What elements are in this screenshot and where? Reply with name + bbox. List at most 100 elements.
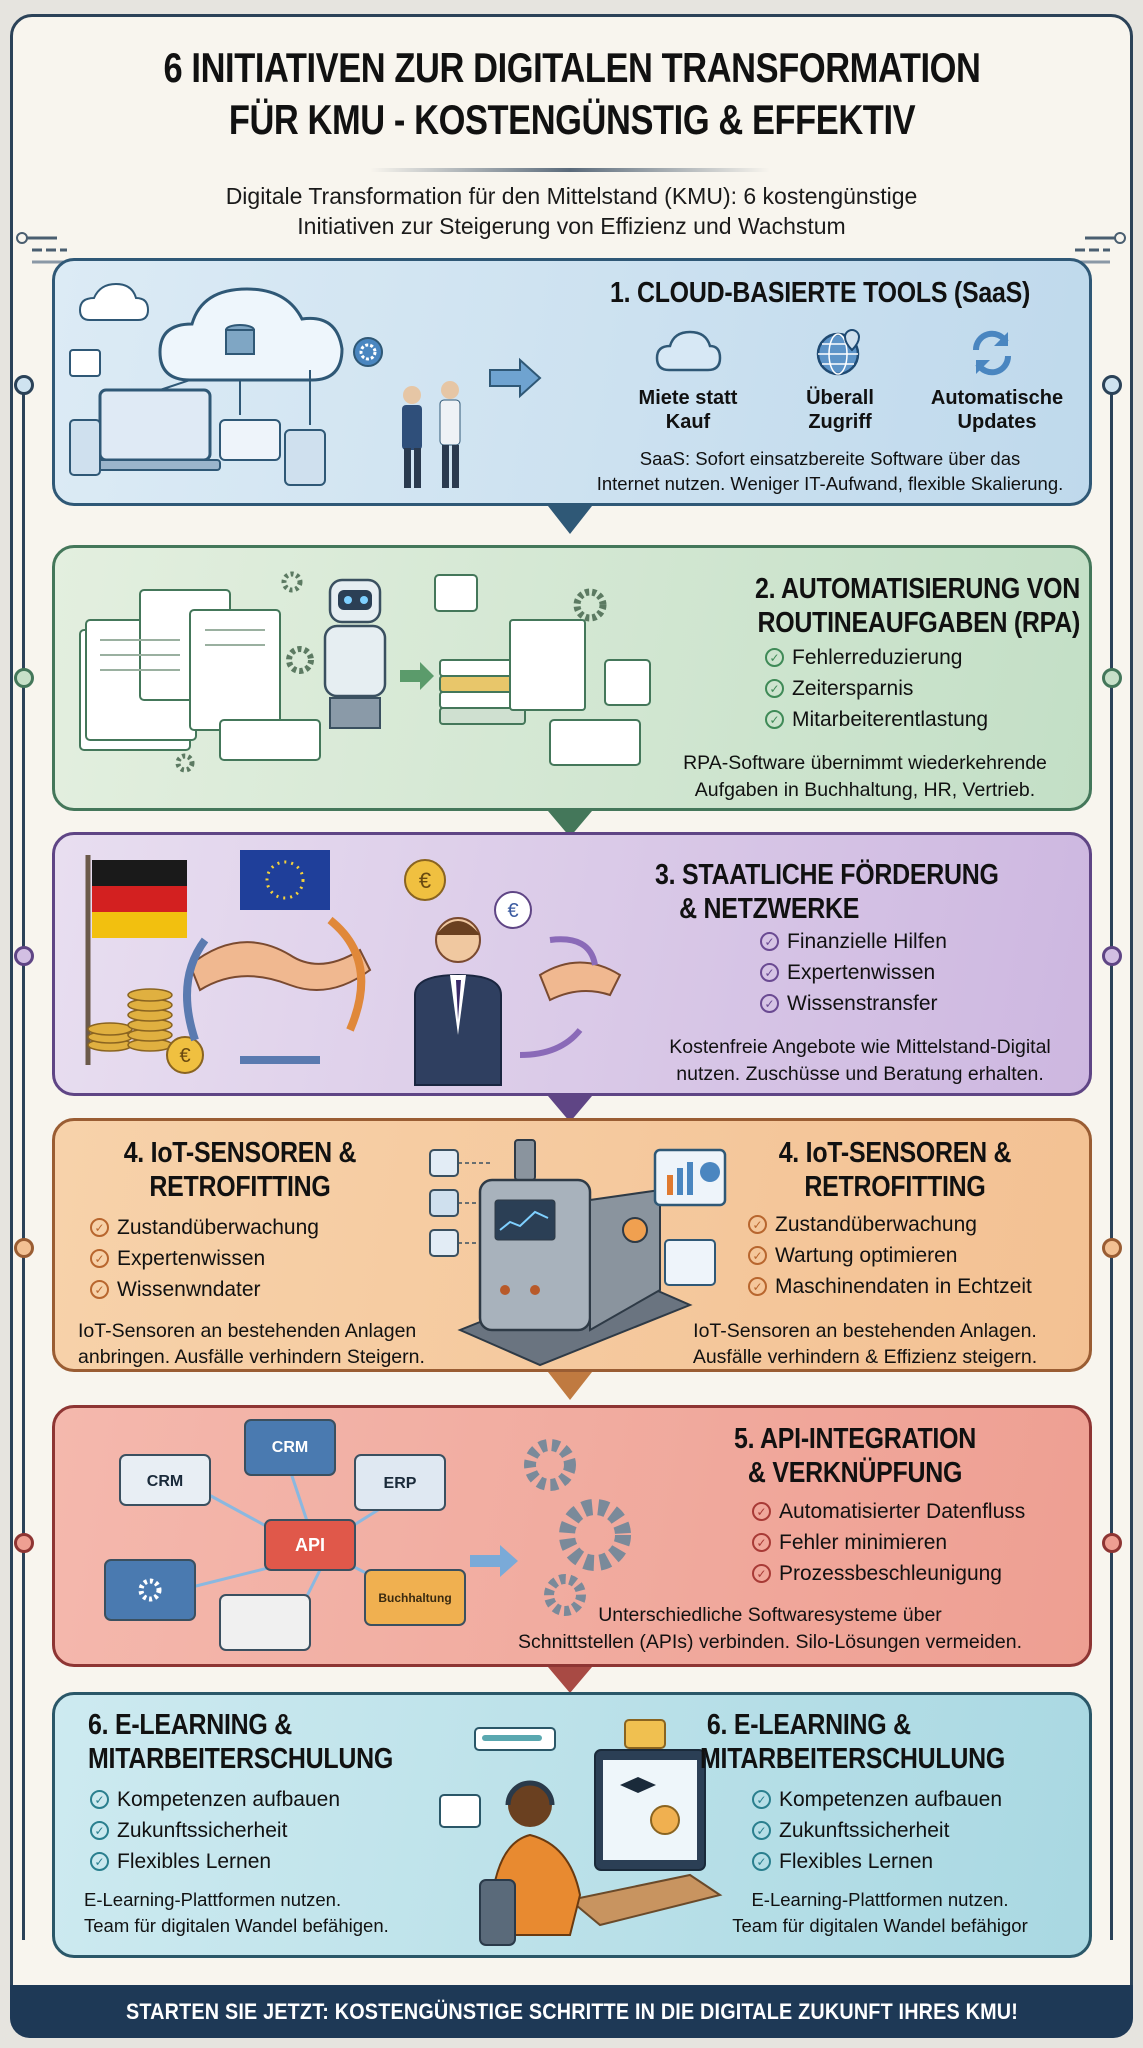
check-circle-icon: ✓ bbox=[760, 932, 779, 951]
benefit-label: Expertenwissen bbox=[117, 1247, 266, 1270]
benefit-item: ✓Fehler minimieren bbox=[752, 1527, 1025, 1558]
e-learning-illustration bbox=[439, 1719, 723, 1946]
check-circle-icon: ✓ bbox=[760, 963, 779, 982]
flow-arrow-down-icon bbox=[548, 506, 592, 534]
timeline-dot bbox=[1102, 668, 1122, 688]
section-4-left-benefits: ✓ Zustandüberwachung ✓ Expertenwissen ✓Wis… bbox=[90, 1212, 319, 1305]
timeline-dot bbox=[1102, 946, 1122, 966]
description-line: RPA-Software übernimmt wiederkehrende bbox=[683, 752, 1047, 774]
feature-label-line: Automatische bbox=[930, 387, 1064, 409]
benefit-label: Zeitersparnis bbox=[792, 677, 914, 700]
section-4-right-title: 4. IoT-SENSOREN &RETROFITTING bbox=[705, 1136, 1085, 1204]
benefit-item: ✓ Zeitersparnis bbox=[765, 673, 988, 704]
section-4-left-description: IoT-Sensoren an bestehenden Anlagen anbri… bbox=[78, 1318, 425, 1370]
benefit-label: Wissenstransfer bbox=[787, 992, 938, 1015]
timeline-dot bbox=[1102, 1238, 1122, 1258]
benefit-label: Maschinendaten in Echtzeit bbox=[775, 1275, 1032, 1298]
benefit-label: Flexibles Lernen bbox=[779, 1850, 934, 1873]
section-4-left-title: 4. IoT-SENSOREN &RETROFITTING bbox=[70, 1136, 410, 1204]
section-4-right-description: IoT-Sensoren an bestehenden Anlagen. Ausf… bbox=[660, 1318, 1070, 1370]
feature-label-line: Updates bbox=[957, 411, 1037, 433]
benefit-label: Prozessbeschleunigung bbox=[779, 1562, 1002, 1585]
benefit-item: ✓ Wissenstransfer bbox=[760, 988, 947, 1019]
section-5-title: 5. API-INTEGRATION& VERKNÜPFUNG bbox=[640, 1422, 1070, 1490]
description-line: IoT-Sensoren an bestehenden Anlagen. bbox=[693, 1320, 1037, 1342]
check-circle-icon: ✓ bbox=[752, 1564, 771, 1583]
section-2-benefits: ✓Fehlerreduzierung ✓ Zeitersparnis ✓ Mitar… bbox=[765, 642, 988, 735]
main-title-line-2: FÜR KMU - KOSTENGÜNSTIG & EFFEKTIV bbox=[228, 96, 915, 143]
check-circle-icon: ✓ bbox=[90, 1249, 109, 1268]
api-node-label: API bbox=[295, 1535, 325, 1555]
title-line: 4. IoT-SENSOREN & bbox=[123, 1137, 357, 1169]
check-circle-icon: ✓ bbox=[765, 679, 784, 698]
section-e-learning bbox=[52, 1692, 1092, 1958]
flow-arrow-down-icon bbox=[548, 1667, 592, 1693]
benefit-item: ✓ Flexibles Lernen bbox=[752, 1846, 1002, 1877]
section-6-right-title: 6. E-LEARNING &MITARBEITERSCHULUNG bbox=[700, 1708, 1080, 1776]
accounting-node-label: Buchhaltung bbox=[378, 1591, 451, 1605]
section-6-left-benefits: ✓Kompetenzen aufbauen ✓Zukunftssicherhei… bbox=[90, 1784, 340, 1877]
api-network-illustration: CRM CRM ERP API Buchhaltung bbox=[104, 1419, 631, 1651]
flow-arrow-down-icon bbox=[548, 1372, 592, 1400]
benefit-label: Zustandüberwachung bbox=[775, 1213, 977, 1236]
check-circle-icon: ✓ bbox=[748, 1277, 767, 1296]
erp-node-label: ERP bbox=[384, 1475, 417, 1492]
call-to-action-text: STARTEN SIE JETZT: KOSTENGÜNSTIGE SCHRIT… bbox=[125, 1999, 1018, 2024]
section-6-right-description: E-Learning-Plattformen nutzen.Team für d… bbox=[680, 1887, 1080, 1939]
check-circle-icon: ✓ bbox=[748, 1246, 767, 1265]
section-6-left-title: 6. E-LEARNING &MITARBEITERSCHULUNG bbox=[88, 1708, 468, 1776]
feature-label-line: Miete statt bbox=[638, 387, 738, 409]
description-line: IoT-Sensoren an bestehenden Anlagen bbox=[78, 1320, 417, 1342]
benefit-label: Zustandüberwachung bbox=[117, 1216, 319, 1239]
cloud-icon bbox=[655, 330, 722, 372]
benefit-item: ✓ Expertenwissen bbox=[760, 957, 947, 988]
description-line: anbringen. Ausfälle verhindern Steigern. bbox=[78, 1346, 425, 1368]
benefit-label: Expertenwissen bbox=[787, 961, 936, 984]
check-circle-icon: ✓ bbox=[760, 994, 779, 1013]
title-line: RETROFITTING bbox=[149, 1171, 331, 1203]
title-line: & NETZWERKE bbox=[679, 893, 860, 925]
timeline-rail-left bbox=[22, 380, 25, 1940]
description-line: E-Learning-Plattformen nutzen. bbox=[751, 1889, 1009, 1910]
description-line: Schnittstellen (APIs) verbinden. Silo-Lö… bbox=[517, 1631, 1023, 1653]
benefit-item: ✓Fehlerreduzierung bbox=[765, 642, 988, 673]
benefit-item: ✓Wissenwndater bbox=[90, 1274, 319, 1305]
check-circle-icon: ✓ bbox=[752, 1533, 771, 1552]
section-3-title: 3. STAATLICHE FÖRDERUNG& NETZWERKE bbox=[655, 858, 1085, 926]
benefit-label: Finanzielle Hilfen bbox=[787, 930, 947, 953]
title-line: 3. STAATLICHE FÖRDERUNG bbox=[655, 859, 999, 891]
title-line: 2. AUTOMATISIERUNG VON bbox=[754, 573, 1080, 605]
check-circle-icon: ✓ bbox=[752, 1790, 771, 1809]
section-1-title: 1. CLOUD-BASIERTE TOOLS (SaaS) bbox=[609, 277, 1031, 309]
check-circle-icon: ✓ bbox=[90, 1218, 109, 1237]
check-circle-icon: ✓ bbox=[90, 1821, 109, 1840]
benefit-item: ✓ Mitarbeiterentlastung bbox=[765, 704, 988, 735]
rpa-robot-illustration bbox=[79, 571, 651, 773]
section-5-benefits: ✓Automatisierter Datenfluss ✓Fehler mini… bbox=[752, 1496, 1025, 1589]
timeline-rail-right bbox=[1110, 380, 1113, 1940]
subtitle-line-1: Digitale Transformation für den Mittelst… bbox=[225, 183, 918, 209]
benefit-label: Fehlerreduzierung bbox=[792, 646, 963, 669]
timeline-dot bbox=[14, 1533, 34, 1553]
benefit-item: ✓ Expertenwissen bbox=[90, 1243, 319, 1274]
description-line: Internet nutzen. Weniger IT-Aufwand, fle… bbox=[596, 473, 1064, 494]
svg-text:€: € bbox=[179, 1045, 190, 1067]
description-line: Aufgaben in Buchhaltung, HR, Vertrieb. bbox=[694, 779, 1036, 801]
benefit-label: Wissenwndater bbox=[117, 1278, 261, 1301]
section-6-right-benefits: ✓Kompetenzen aufbauen ✓Zukunftssicherhei… bbox=[752, 1784, 1002, 1877]
check-circle-icon: ✓ bbox=[765, 710, 784, 729]
benefit-label: Wartung optimieren bbox=[775, 1244, 958, 1267]
description-line: Ausfälle verhindern & Effizienz steigern… bbox=[692, 1346, 1038, 1368]
benefit-label: Zukunftssicherheit bbox=[117, 1819, 288, 1842]
benefit-label: Mitarbeiterentlastung bbox=[792, 708, 989, 731]
benefit-item: ✓ Finanzielle Hilfen bbox=[760, 926, 947, 957]
benefit-label: Flexibles Lernen bbox=[117, 1850, 272, 1873]
svg-text:€: € bbox=[507, 900, 518, 922]
title-line: 6. E-LEARNING & bbox=[88, 1709, 292, 1741]
main-title-line-1: 6 INITIATIVEN ZUR DIGITALEN TRANSFORMATI… bbox=[163, 44, 980, 91]
section-1-description: SaaS: Sofort einsatzbereite Software übe… bbox=[570, 446, 1090, 496]
check-circle-icon: ✓ bbox=[752, 1852, 771, 1871]
